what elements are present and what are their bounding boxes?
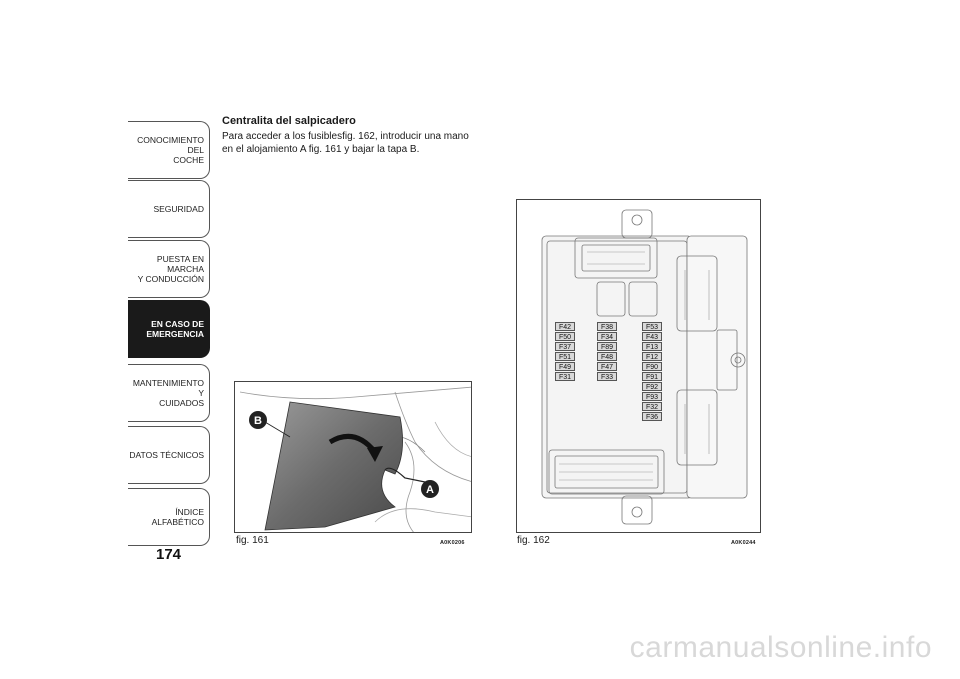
tab-label: ÍNDICE ALFABÉTICO [151,507,204,527]
fuse-label: F33 [597,371,617,382]
fuse-label: F48 [597,351,617,362]
figure-162-caption: fig. 162 [517,535,550,546]
page-number: 174 [156,546,182,563]
tab-label: MANTENIMIENTO Y CUIDADOS [132,378,204,408]
tab-puesta-en-marcha[interactable]: PUESTA EN MARCHA Y CONDUCCIÓN [128,240,210,298]
label-b: B [254,415,262,427]
figure-161-illustration: B A [234,381,472,533]
fuse-label: F91 [642,371,662,382]
figure-161-caption: fig. 161 [236,535,269,546]
fuse-label: F51 [555,351,575,362]
fuse-label: F90 [642,361,662,372]
fuse-label: F34 [597,331,617,342]
fuse-label: F89 [597,341,617,352]
tab-label: DATOS TÉCNICOS [129,450,204,460]
fuse-box-drawing [541,209,748,525]
figure-161-code: A0K0206 [440,540,465,546]
fuse-label: F38 [597,322,617,332]
tab-en-caso-de-emergencia[interactable]: EN CASO DE EMERGENCIA [128,300,210,358]
section-heading: Centralita del salpicadero [222,115,356,127]
fuse-label: F49 [555,361,575,372]
fuse-label: F42 [555,322,575,332]
fuse-label: F50 [555,331,575,342]
tab-seguridad[interactable]: SEGURIDAD [128,180,210,238]
fuse-label: F43 [642,331,662,342]
tab-indice-alfabetico[interactable]: ÍNDICE ALFABÉTICO [128,488,210,546]
fuse-label: F92 [642,381,662,392]
fuse-label: F37 [555,341,575,352]
label-a: A [426,484,434,496]
fuse-label: F13 [642,341,662,352]
figure-162-code: A0K0244 [731,540,756,546]
fuse-label: F36 [642,411,662,422]
tab-label: CONOCIMIENTO DEL COCHE [137,135,204,165]
tab-datos-tecnicos[interactable]: DATOS TÉCNICOS [128,426,210,484]
body-paragraph: Para acceder a los fusiblesfig. 162, int… [222,131,469,155]
fuse-label: F12 [642,351,662,362]
fuse-label: F53 [642,322,662,332]
tab-label: SEGURIDAD [153,204,204,214]
fuse-label: F47 [597,361,617,372]
tab-label: EN CASO DE EMERGENCIA [146,319,204,339]
tab-mantenimiento[interactable]: MANTENIMIENTO Y CUIDADOS [128,364,210,422]
dashboard-cover-drawing: B A [239,386,471,532]
tab-label: PUESTA EN MARCHA Y CONDUCCIÓN [137,254,204,284]
fuse-label: F93 [642,391,662,402]
tab-conocimiento-del-coche[interactable]: CONOCIMIENTO DEL COCHE [128,121,210,179]
watermark: carmanualsonline.info [629,631,932,664]
fuse-label: F31 [555,371,575,382]
fuse-label: F32 [642,401,662,412]
